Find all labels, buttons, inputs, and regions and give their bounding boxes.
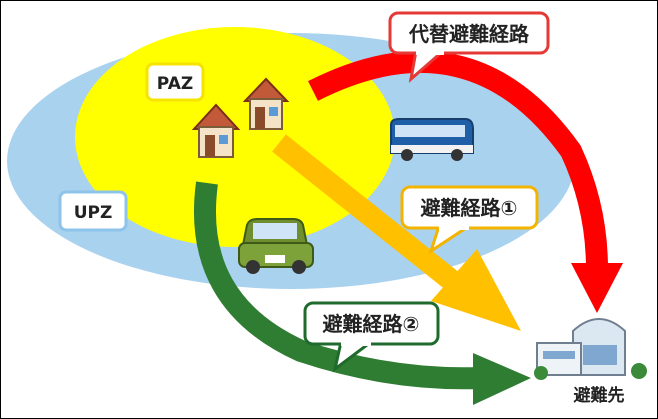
paz-label: PAZ [145, 62, 205, 102]
route1-callout: 避難経路① [400, 185, 539, 255]
car-icon [238, 218, 314, 274]
house-icon [191, 103, 241, 158]
alternate-route-callout: 代替避難経路 [388, 11, 550, 83]
route2-callout: 避難経路② [303, 301, 440, 373]
alternate-route-arrow [308, 51, 623, 313]
house-icon [242, 77, 290, 130]
bus-icon [390, 118, 474, 161]
svg-text:避難経路②: 避難経路② [323, 312, 420, 336]
svg-text:避難経路①: 避難経路① [421, 196, 518, 220]
svg-text:PAZ: PAZ [157, 74, 193, 94]
upz-label: UPZ [58, 190, 128, 232]
svg-text:UPZ: UPZ [74, 203, 113, 223]
route1-arrow [272, 134, 521, 331]
destination-label: 避難先 [574, 385, 625, 406]
evacuation-building-icon [534, 318, 647, 380]
svg-text:代替避難経路: 代替避難経路 [408, 22, 530, 46]
route2-arrow [193, 181, 531, 405]
